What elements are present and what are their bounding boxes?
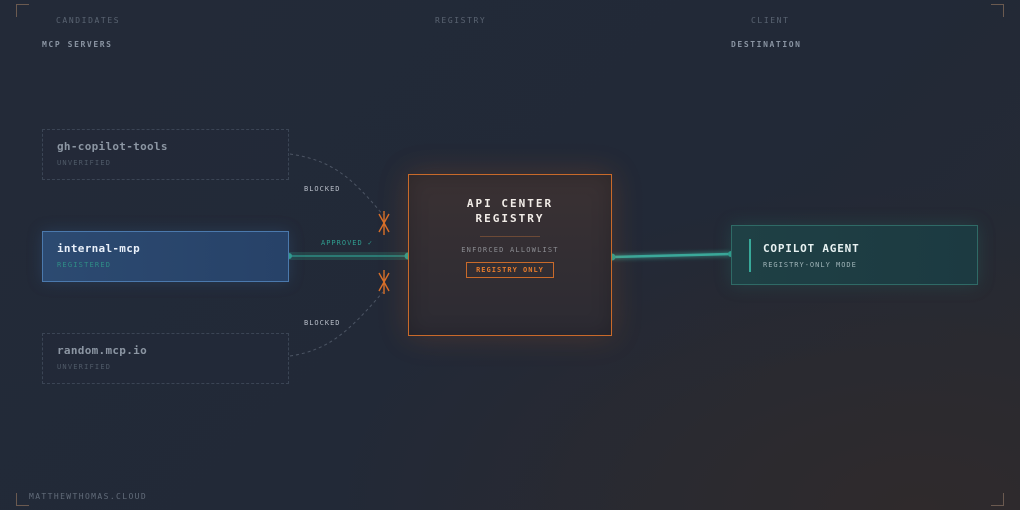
agent-mode: REGISTRY-ONLY MODE bbox=[763, 261, 857, 269]
subheader-mcp-servers: MCP SERVERS bbox=[42, 40, 113, 49]
agent-node: COPILOT AGENT REGISTRY-ONLY MODE bbox=[731, 225, 978, 285]
corner-bracket-top-right bbox=[991, 4, 1004, 17]
server-status: UNVERIFIED bbox=[57, 363, 112, 371]
edge-label-approved: APPROVED ✓ bbox=[321, 239, 374, 247]
column-header-candidates: CANDIDATES bbox=[56, 16, 121, 25]
server-node-random-mcp-io: random.mcp.io UNVERIFIED bbox=[42, 333, 289, 384]
footer-credit: MATTHEWTHOMAS.CLOUD bbox=[29, 492, 148, 501]
subheader-destination: DESTINATION bbox=[731, 40, 802, 49]
agent-name: COPILOT AGENT bbox=[763, 242, 860, 255]
registry-node: API CENTER REGISTRY ENFORCED ALLOWLIST R… bbox=[408, 174, 612, 336]
blocked-x-icon-bottom bbox=[378, 270, 390, 294]
registry-title: API CENTER REGISTRY bbox=[466, 197, 554, 225]
blocked-x-icon-top bbox=[378, 211, 390, 235]
server-status: UNVERIFIED bbox=[57, 159, 112, 167]
registry-to-agent-path bbox=[611, 252, 732, 259]
server-name: gh-copilot-tools bbox=[57, 140, 168, 153]
server-name: internal-mcp bbox=[57, 242, 141, 255]
corner-bracket-bottom-right bbox=[991, 493, 1004, 506]
blocked-path-bottom bbox=[289, 291, 384, 357]
edge-label-blocked-bottom: BLOCKED bbox=[304, 319, 341, 327]
server-node-internal-mcp: internal-mcp REGISTERED bbox=[42, 231, 289, 282]
registry-caption: ENFORCED ALLOWLIST bbox=[461, 246, 559, 254]
edge-label-blocked-top: BLOCKED bbox=[304, 185, 341, 193]
column-header-client: CLIENT bbox=[751, 16, 790, 25]
registry-only-badge: REGISTRY ONLY bbox=[466, 262, 554, 278]
corner-bracket-top-left bbox=[16, 4, 29, 17]
blocked-path-top bbox=[289, 153, 384, 216]
server-status: REGISTERED bbox=[57, 261, 112, 269]
corner-bracket-bottom-left bbox=[16, 493, 29, 506]
registry-divider bbox=[480, 236, 540, 237]
server-node-gh-copilot-tools: gh-copilot-tools UNVERIFIED bbox=[42, 129, 289, 180]
server-name: random.mcp.io bbox=[57, 344, 147, 357]
agent-accent-bar bbox=[749, 239, 751, 272]
column-header-registry: REGISTRY bbox=[435, 16, 487, 25]
